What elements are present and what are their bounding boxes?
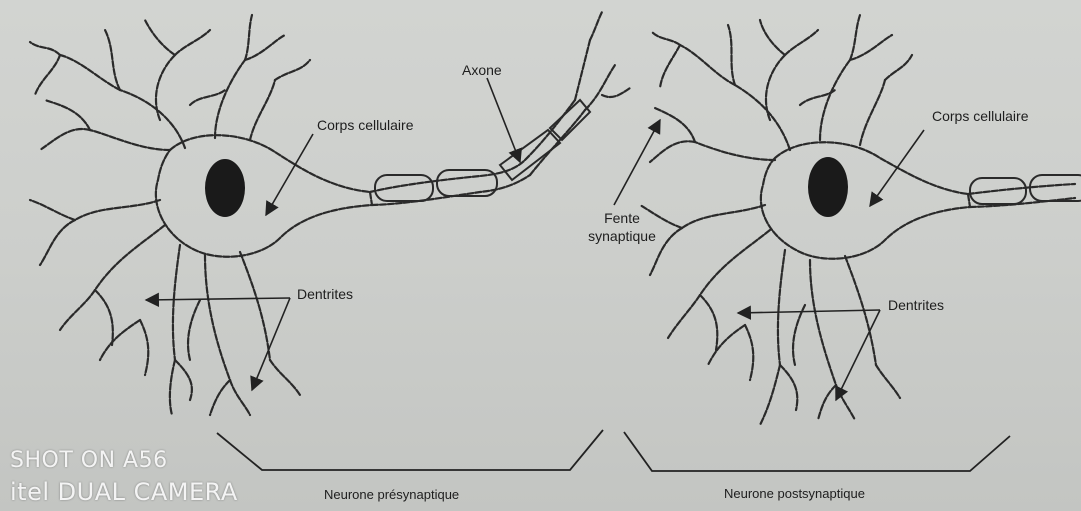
- label-corps-cellulaire-right: Corps cellulaire: [932, 108, 1028, 124]
- watermark-shot-on: SHOT ON A56: [10, 448, 168, 473]
- postsynaptic-nucleus: [808, 157, 848, 217]
- bracket-presynaptic: [217, 430, 603, 470]
- arrow-corps-right: [870, 130, 924, 206]
- label-corps-cellulaire-left: Corps cellulaire: [317, 117, 413, 133]
- label-dentrites-right: Dentrites: [888, 297, 944, 313]
- caption-neurone-postsynaptique: Neurone postsynaptique: [724, 486, 865, 501]
- arrow-dentrites-left-1: [146, 298, 290, 300]
- label-axone: Axone: [462, 62, 502, 78]
- arrow-fente: [614, 120, 660, 205]
- arrow-corps-left: [266, 134, 313, 215]
- watermark-camera: itel DUAL CAMERA: [10, 478, 238, 506]
- bracket-postsynaptic: [624, 432, 1010, 471]
- presynaptic-soma: [156, 135, 372, 257]
- arrow-dentrites-right-1: [738, 310, 880, 313]
- presynaptic-neuron: [30, 12, 630, 415]
- caption-neurone-presynaptique: Neurone présynaptique: [324, 487, 459, 502]
- postsynaptic-neuron: [640, 15, 1075, 425]
- label-fente-line2: synaptique: [582, 227, 662, 245]
- presynaptic-nucleus: [205, 159, 245, 217]
- postsynaptic-soma: [761, 142, 970, 259]
- arrow-axone: [487, 78, 520, 162]
- label-fente-synaptique: Fente synaptique: [582, 209, 662, 245]
- label-dentrites-left: Dentrites: [297, 286, 353, 302]
- label-fente-line1: Fente: [582, 209, 662, 227]
- arrow-dentrites-right-2: [836, 310, 880, 400]
